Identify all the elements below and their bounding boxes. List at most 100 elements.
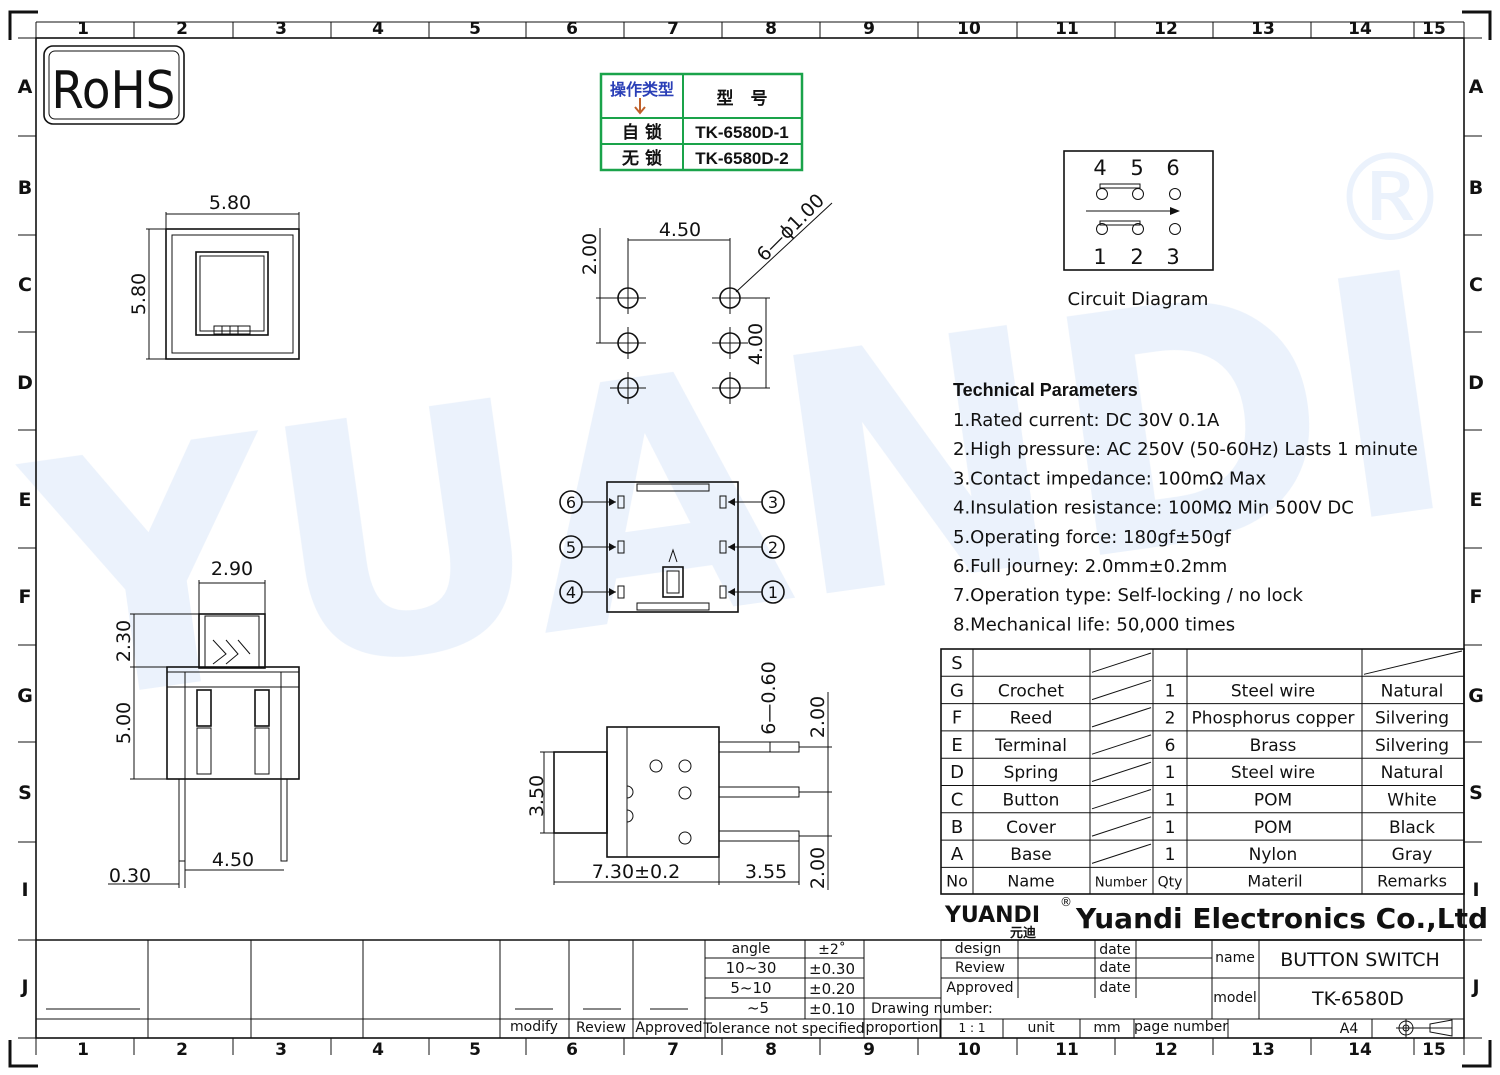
circuit-pin-6: 6 <box>1166 156 1179 180</box>
dim-side-h2: 5.00 <box>113 702 135 744</box>
tb-drawing-number: Drawing number: <box>871 1001 993 1017</box>
tb-review: Review <box>576 1020 626 1036</box>
tb-approved: Approved <box>635 1020 702 1036</box>
param-item: 3.Contact impedance: 100mΩ Max <box>953 468 1267 489</box>
bom-qty: 2 <box>1165 709 1176 729</box>
model-table-model-2: TK-6580D-2 <box>695 149 789 168</box>
circuit-diagram: 4 5 6 1 2 3 Circuit Diagram <box>1063 150 1214 310</box>
bom-qty: 1 <box>1165 818 1176 838</box>
tb-angle-tol: ±2˚ <box>818 941 846 958</box>
bom-remarks: Black <box>1389 818 1435 838</box>
tb-name-value: BUTTON SWITCH <box>1280 949 1440 971</box>
tb-name-label: name <box>1215 950 1255 966</box>
col-label-top: 5 <box>469 19 481 39</box>
dim-side-pin: 0.30 <box>109 865 151 887</box>
dim-right-pin: 6—0.60 <box>758 661 780 734</box>
dim-pcb-pitch-x: 4.50 <box>659 219 701 241</box>
col-label-top: 3 <box>275 19 287 39</box>
row-label-left: S <box>18 782 32 804</box>
col-label-bottom: 6 <box>566 1040 578 1060</box>
side-view-front: 2.90 2.30 5.00 0.30 4.50 <box>108 558 300 888</box>
bom-name: Terminal <box>994 736 1067 756</box>
bom-qty: 1 <box>1165 845 1176 865</box>
col-label-top: 14 <box>1348 19 1372 39</box>
tb-date-2: date <box>1099 960 1131 976</box>
tb-r2-tol: ±0.20 <box>809 980 855 998</box>
bom-no: F <box>952 708 962 729</box>
pin-number: 3 <box>768 493 778 512</box>
row-label-left: F <box>19 586 32 608</box>
col-label-bottom: 13 <box>1251 1040 1275 1060</box>
dim-right-pitch-1: 2.00 <box>807 696 829 738</box>
bom-name: Reed <box>1010 709 1053 729</box>
row-label-right: G <box>1468 685 1484 707</box>
bom-name: Spring <box>1004 763 1059 783</box>
param-item: 7.Operation type: Self-locking / no lock <box>953 585 1304 606</box>
technical-parameters: Technical Parameters 1.Rated current: DC… <box>953 380 1418 635</box>
row-label-left: J <box>19 976 28 998</box>
dim-top-width: 5.80 <box>209 192 251 214</box>
circuit-pin-1: 1 <box>1093 245 1106 269</box>
col-label-bottom: 4 <box>372 1040 384 1060</box>
bom-remarks: Gray <box>1392 845 1433 865</box>
dim-right-height: 3.50 <box>526 775 548 817</box>
pin-number: 5 <box>566 538 576 557</box>
bom-header-name: Name <box>1007 871 1054 890</box>
bom-no: A <box>951 844 964 865</box>
row-label-right: C <box>1469 274 1483 296</box>
model-table-type-1: 自 锁 <box>622 122 662 143</box>
bom-remarks: White <box>1387 791 1436 811</box>
bom-material: POM <box>1254 791 1292 811</box>
title-block: angle ±2˚ 10~30 ±0.30 5~10 ±0.20 ~5 ±0.1… <box>36 939 1464 1038</box>
param-item: 1.Rated current: DC 30V 0.1A <box>953 410 1220 431</box>
bom-material: Phosphorus copper <box>1191 709 1354 729</box>
tb-mm: mm <box>1093 1020 1120 1036</box>
param-item: 5.Operating force: 180gf±50gf <box>953 527 1232 548</box>
bom-no: E <box>951 735 962 756</box>
bom-no: C <box>951 790 964 811</box>
param-item: 2.High pressure: AC 250V (50-60Hz) Lasts… <box>953 439 1418 460</box>
tb-page-number: page number <box>1134 1019 1228 1035</box>
col-label-top: 7 <box>667 19 679 39</box>
col-label-bottom: 10 <box>957 1040 981 1060</box>
tb-modify: modify <box>510 1019 558 1035</box>
row-label-left: C <box>18 274 32 296</box>
row-label-left: B <box>18 177 32 199</box>
rohs-text: RoHS <box>51 60 175 121</box>
tb-approved2: Approved <box>946 980 1013 996</box>
circuit-caption: Circuit Diagram <box>1068 289 1209 310</box>
col-label-top: 11 <box>1055 19 1079 39</box>
row-label-left: I <box>21 879 28 901</box>
company-logo: YUANDI <box>944 903 1040 928</box>
projection-symbol-icon <box>1396 1019 1453 1038</box>
bom-remarks: Natural <box>1381 763 1444 783</box>
model-table-h2: 型 号 <box>717 88 768 109</box>
dim-top-height: 5.80 <box>128 273 150 315</box>
circuit-pin-3: 3 <box>1166 245 1179 269</box>
col-label-bottom: 11 <box>1055 1040 1079 1060</box>
bom-material: Steel wire <box>1231 763 1315 783</box>
tb-date-1: date <box>1099 942 1131 958</box>
tb-review2: Review <box>955 960 1005 976</box>
bom-header-number: Number <box>1095 875 1148 890</box>
pin-number: 4 <box>566 583 576 602</box>
col-label-bottom: 1 <box>77 1040 89 1060</box>
bom-name: Crochet <box>998 681 1064 701</box>
tb-date-3: date <box>1099 980 1131 996</box>
model-table-model-1: TK-6580D-1 <box>695 123 789 142</box>
col-label-bottom: 3 <box>275 1040 287 1060</box>
model-table-h1: 操作类型 <box>610 80 674 99</box>
bom-remarks: Natural <box>1381 681 1444 701</box>
side-view-right: 7.30±0.2 3.55 3.50 2.00 2.00 6—0.60 <box>526 661 832 890</box>
col-label-bottom: 2 <box>176 1040 188 1060</box>
tb-design: design <box>955 941 1001 957</box>
row-label-left: E <box>19 489 32 511</box>
param-item: 4.Insulation resistance: 100MΩ Min 500V … <box>953 498 1354 519</box>
params-title: Technical Parameters <box>953 380 1138 400</box>
dim-side-width: 2.90 <box>211 558 253 580</box>
row-label-left: D <box>17 372 33 394</box>
bom-material: POM <box>1254 818 1292 838</box>
row-label-left: G <box>17 685 33 707</box>
tb-r1: 10~30 <box>726 959 777 977</box>
row-label-right: J <box>1470 976 1479 998</box>
